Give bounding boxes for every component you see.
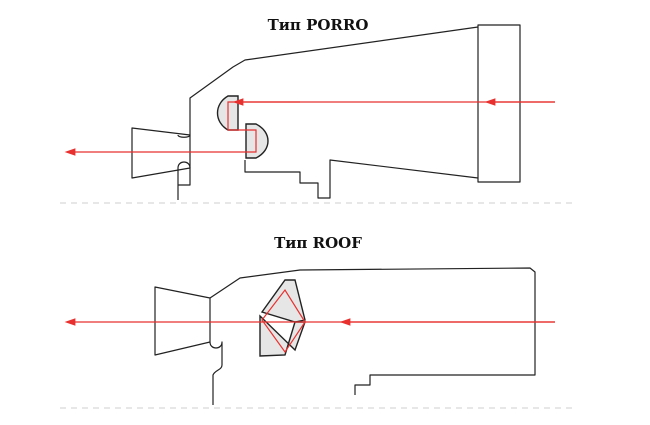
porro-diagram: Тип PORRO (60, 16, 575, 204)
porro-title: Тип PORRO (268, 16, 369, 34)
roof-body-outline (209, 267, 536, 405)
roof-diagram: Тип ROOF (60, 234, 575, 409)
porro-body-outline (177, 26, 479, 200)
roof-title: Тип ROOF (274, 234, 362, 252)
porro-objective (477, 24, 521, 183)
roof-eyepiece (154, 286, 211, 356)
porro-prism-lower (245, 123, 269, 159)
porro-eyepiece (131, 127, 191, 179)
roof-light-ray (64, 288, 555, 354)
roof-prism-upper (260, 279, 306, 323)
porro-light-ray (64, 101, 555, 156)
